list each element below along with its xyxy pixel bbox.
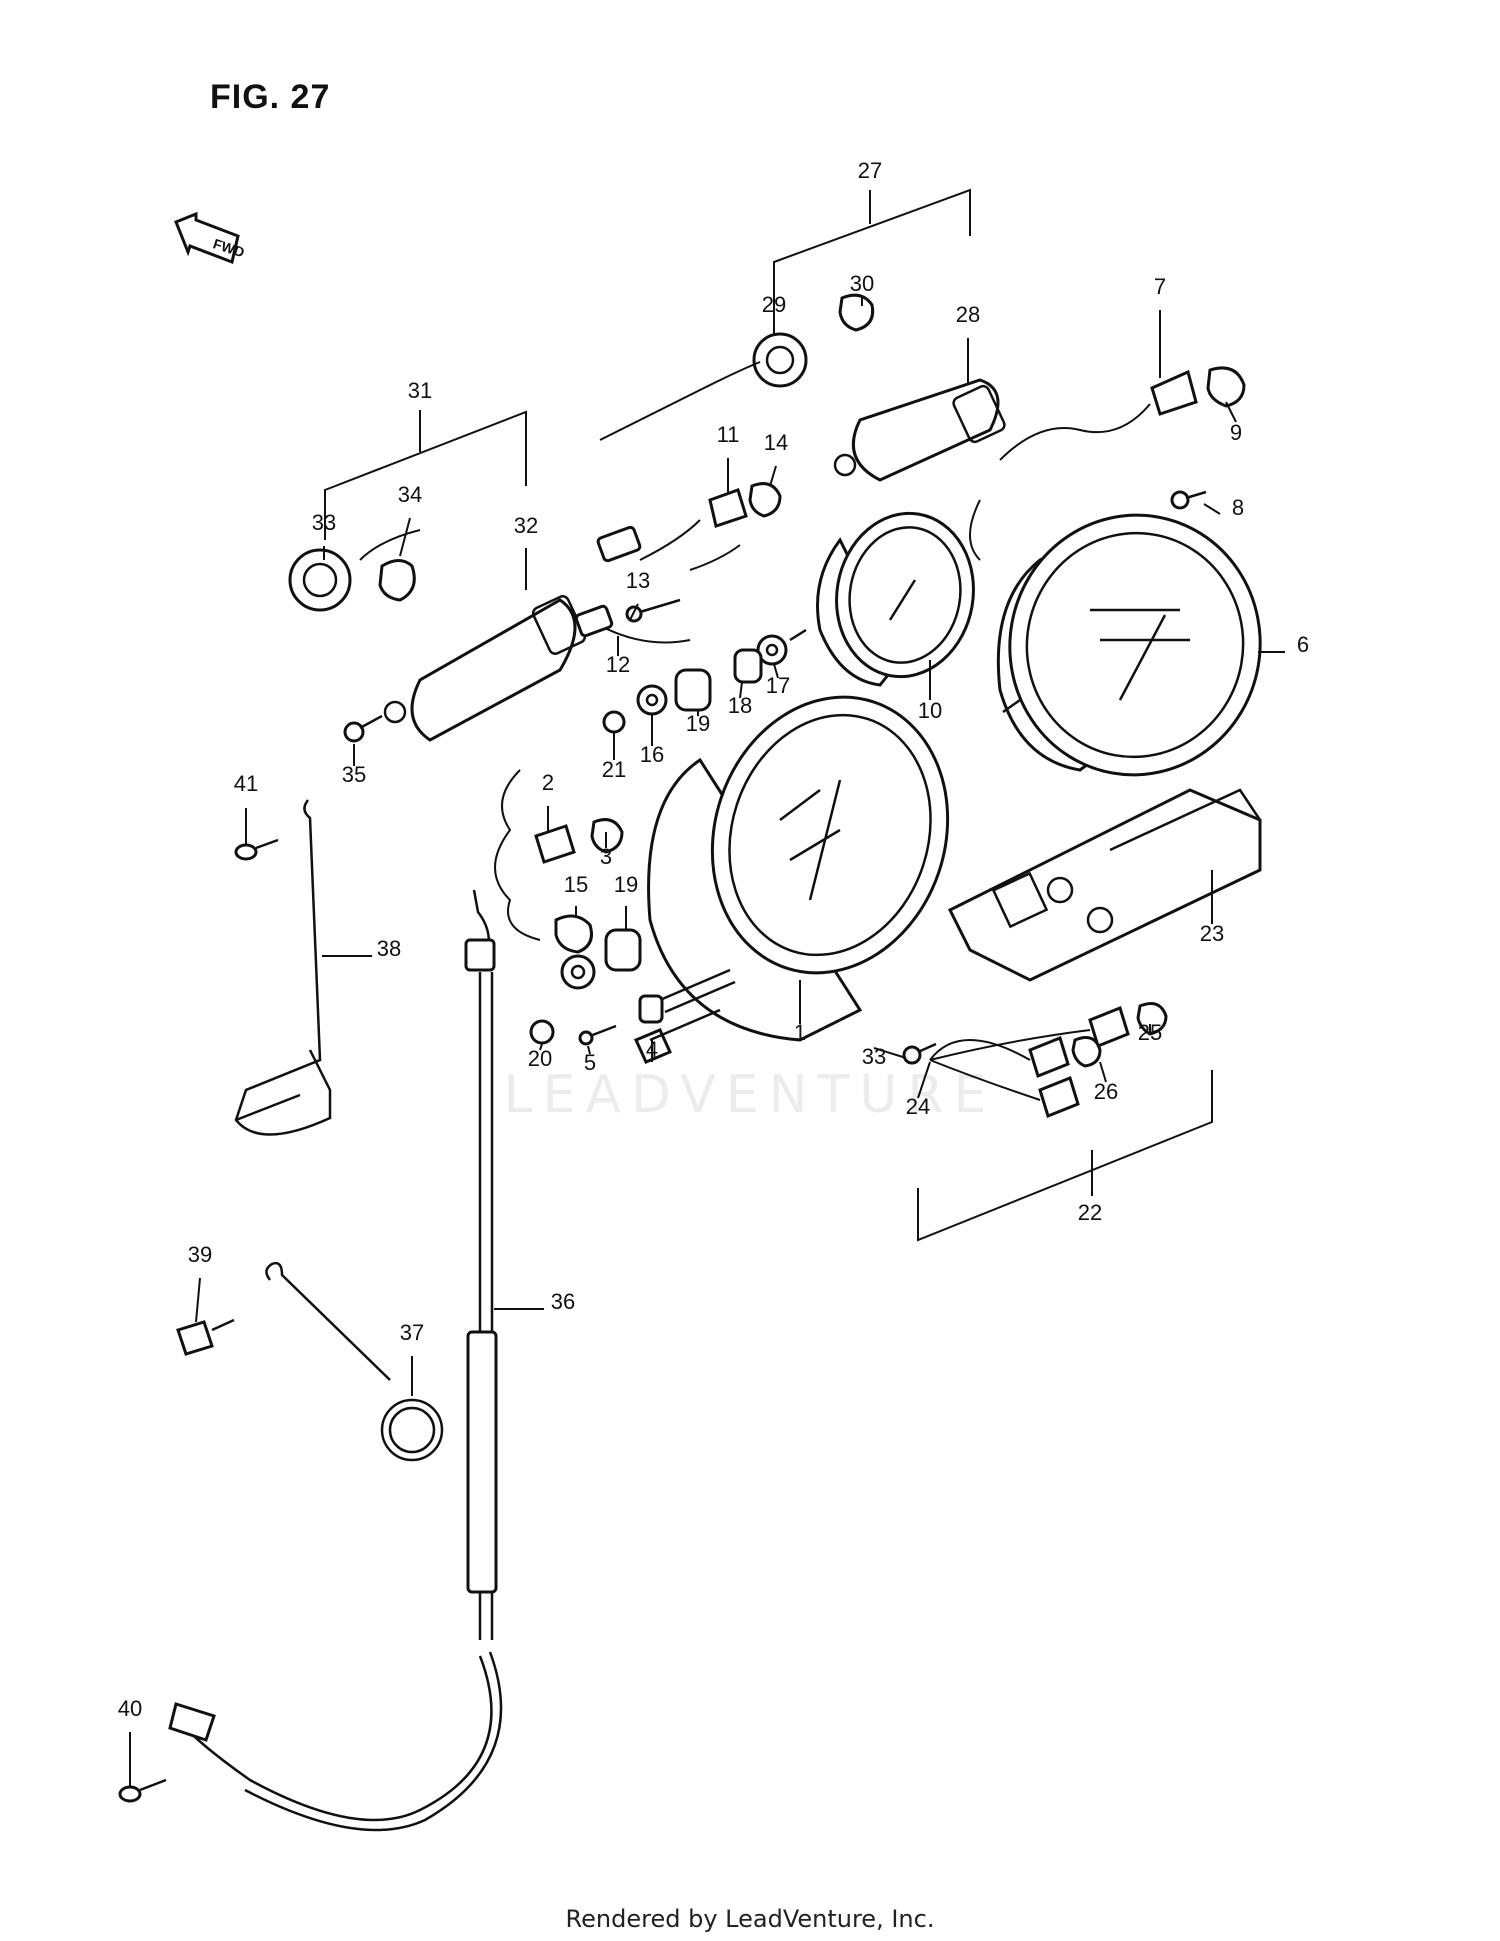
- callout-c14: 14: [764, 430, 788, 455]
- callout-c9: 9: [1230, 420, 1242, 445]
- leader-lines: [129, 296, 1285, 1786]
- callout-c25: 25: [1138, 1020, 1162, 1045]
- callout-c32: 32: [514, 513, 538, 538]
- figure-title: FIG. 27: [210, 78, 331, 116]
- callout-c8: 8: [1232, 495, 1244, 520]
- bracket-22: [917, 1070, 1213, 1242]
- callout-labels: 1234567891011121314151617181919202122232…: [118, 158, 1309, 1721]
- bulb-sockets-22: [1028, 1002, 1168, 1118]
- callout-c13: 13: [626, 568, 650, 593]
- bulb-socket-15: [554, 914, 593, 954]
- callout-c34: 34: [398, 482, 422, 507]
- callout-c36: 36: [551, 1289, 575, 1314]
- callout-c24: 24: [906, 1094, 930, 1119]
- speedometer: [638, 695, 950, 1042]
- bulb-socket-29: [752, 293, 875, 388]
- forward-arrow-icon: FWD: [174, 211, 246, 265]
- bulb-socket-7: [1150, 366, 1246, 416]
- spring-37: [265, 1261, 444, 1462]
- callout-c29: 29: [762, 292, 786, 317]
- callout-c33b: 33: [862, 1044, 886, 1069]
- callout-c28: 28: [956, 302, 980, 327]
- socket-bulb-28: [833, 378, 1006, 482]
- callout-c3: 3: [600, 844, 612, 869]
- bolt-39: [176, 1318, 235, 1356]
- callout-c12: 12: [606, 652, 630, 677]
- callout-c2: 2: [542, 770, 554, 795]
- fuel-gauge: [789, 511, 975, 687]
- callout-c1: 1: [794, 1020, 806, 1045]
- callout-c11: 11: [717, 422, 740, 447]
- callout-c23: 23: [1200, 921, 1224, 946]
- callout-c19: 19: [686, 711, 710, 736]
- bracket-31: [324, 410, 527, 540]
- callout-c31: 31: [408, 378, 432, 403]
- callout-c30: 30: [850, 271, 874, 296]
- callout-c7: 7: [1154, 274, 1166, 299]
- callout-c35: 35: [342, 762, 366, 787]
- watermark: LEADVENTURE: [504, 1065, 997, 1125]
- callout-c33: 33: [312, 510, 336, 535]
- callout-c27: 27: [858, 158, 882, 183]
- callout-c16: 16: [640, 742, 664, 767]
- socket-bulb-32: [383, 595, 587, 742]
- callout-c4: 4: [646, 1037, 658, 1062]
- callout-c39: 39: [188, 1242, 212, 1267]
- bracket-38: [234, 799, 332, 1136]
- callout-c26: 26: [1094, 1079, 1118, 1104]
- callout-c38: 38: [377, 936, 401, 961]
- bulb-socket-11: [708, 482, 782, 528]
- callout-c37: 37: [400, 1320, 424, 1345]
- callout-c6: 6: [1297, 632, 1309, 657]
- callout-c40: 40: [118, 1696, 142, 1721]
- bracket-27: [773, 188, 971, 335]
- callout-c10: 10: [918, 698, 942, 723]
- callout-c19b: 19: [614, 872, 638, 897]
- callout-c20: 20: [528, 1046, 552, 1071]
- screw-40: [118, 1778, 167, 1803]
- callout-c41: 41: [234, 771, 258, 796]
- callout-c21: 21: [602, 757, 626, 782]
- indicator-panel: [947, 788, 1262, 982]
- callout-c18: 18: [728, 693, 752, 718]
- callout-c17: 17: [766, 673, 790, 698]
- speedometer-cable: [168, 889, 503, 1832]
- screw-41: [234, 838, 279, 861]
- callout-c5: 5: [584, 1050, 596, 1075]
- footer-credit: Rendered by LeadVenture, Inc.: [565, 1905, 935, 1933]
- bulb-socket-33: [288, 548, 416, 612]
- tachometer: [996, 513, 1262, 777]
- callout-c22: 22: [1078, 1200, 1102, 1225]
- callout-c15: 15: [564, 872, 588, 897]
